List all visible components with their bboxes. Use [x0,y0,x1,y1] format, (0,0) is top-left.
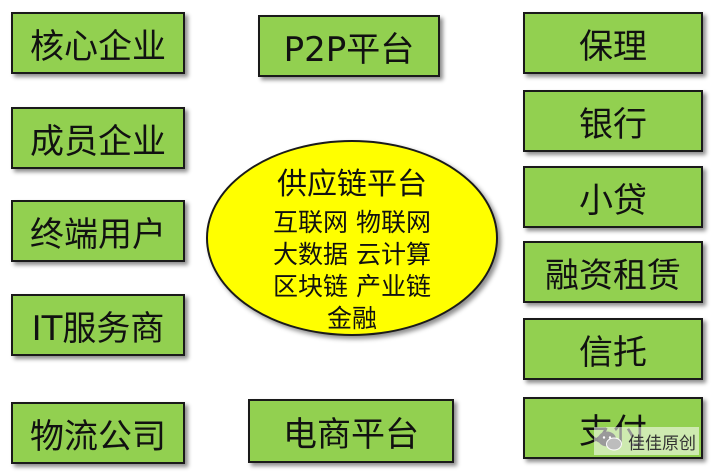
hub-line: 区块链 产业链 [273,272,431,301]
hub-line: 互联网 物联网 [273,208,431,237]
node-logistics: 物流公司 [11,402,185,464]
node-financial-leasing: 融资租赁 [523,241,703,303]
supply-chain-platform-hub: 供应链平台 互联网 物联网 大数据 云计算 区块链 产业链 金融 [206,140,498,336]
watermark-label: 佳佳原创 [628,433,696,454]
node-end-user: 终端用户 [11,200,185,262]
node-it-provider: IT服务商 [11,294,185,356]
node-microloan: 小贷 [523,166,703,228]
node-label: P2P平台 [283,29,415,70]
node-label: 电商平台 [283,414,419,455]
node-label: 小贷 [579,180,647,221]
node-ecommerce-platform: 电商平台 [248,399,454,463]
node-core-enterprise: 核心企业 [11,12,185,74]
node-trust: 信托 [523,318,703,380]
node-label: IT服务商 [31,308,165,349]
wechat-icon [598,431,622,451]
node-label: 核心企业 [30,26,166,67]
hub-line: 大数据 云计算 [273,240,431,269]
watermark: 佳佳原创 [594,427,699,455]
node-p2p-platform: P2P平台 [258,15,440,77]
node-label: 保理 [579,26,647,67]
node-label: 终端用户 [30,214,166,255]
node-label: 融资租赁 [545,255,681,296]
node-member-enterprise: 成员企业 [11,107,185,169]
node-label: 成员企业 [30,121,166,162]
hub-title: 供应链平台 [277,167,427,202]
node-factoring: 保理 [523,12,703,74]
node-bank: 银行 [523,90,703,152]
node-label: 物流公司 [30,416,166,457]
node-label: 银行 [579,104,647,145]
hub-line: 金融 [326,304,377,333]
node-label: 信托 [579,332,647,373]
